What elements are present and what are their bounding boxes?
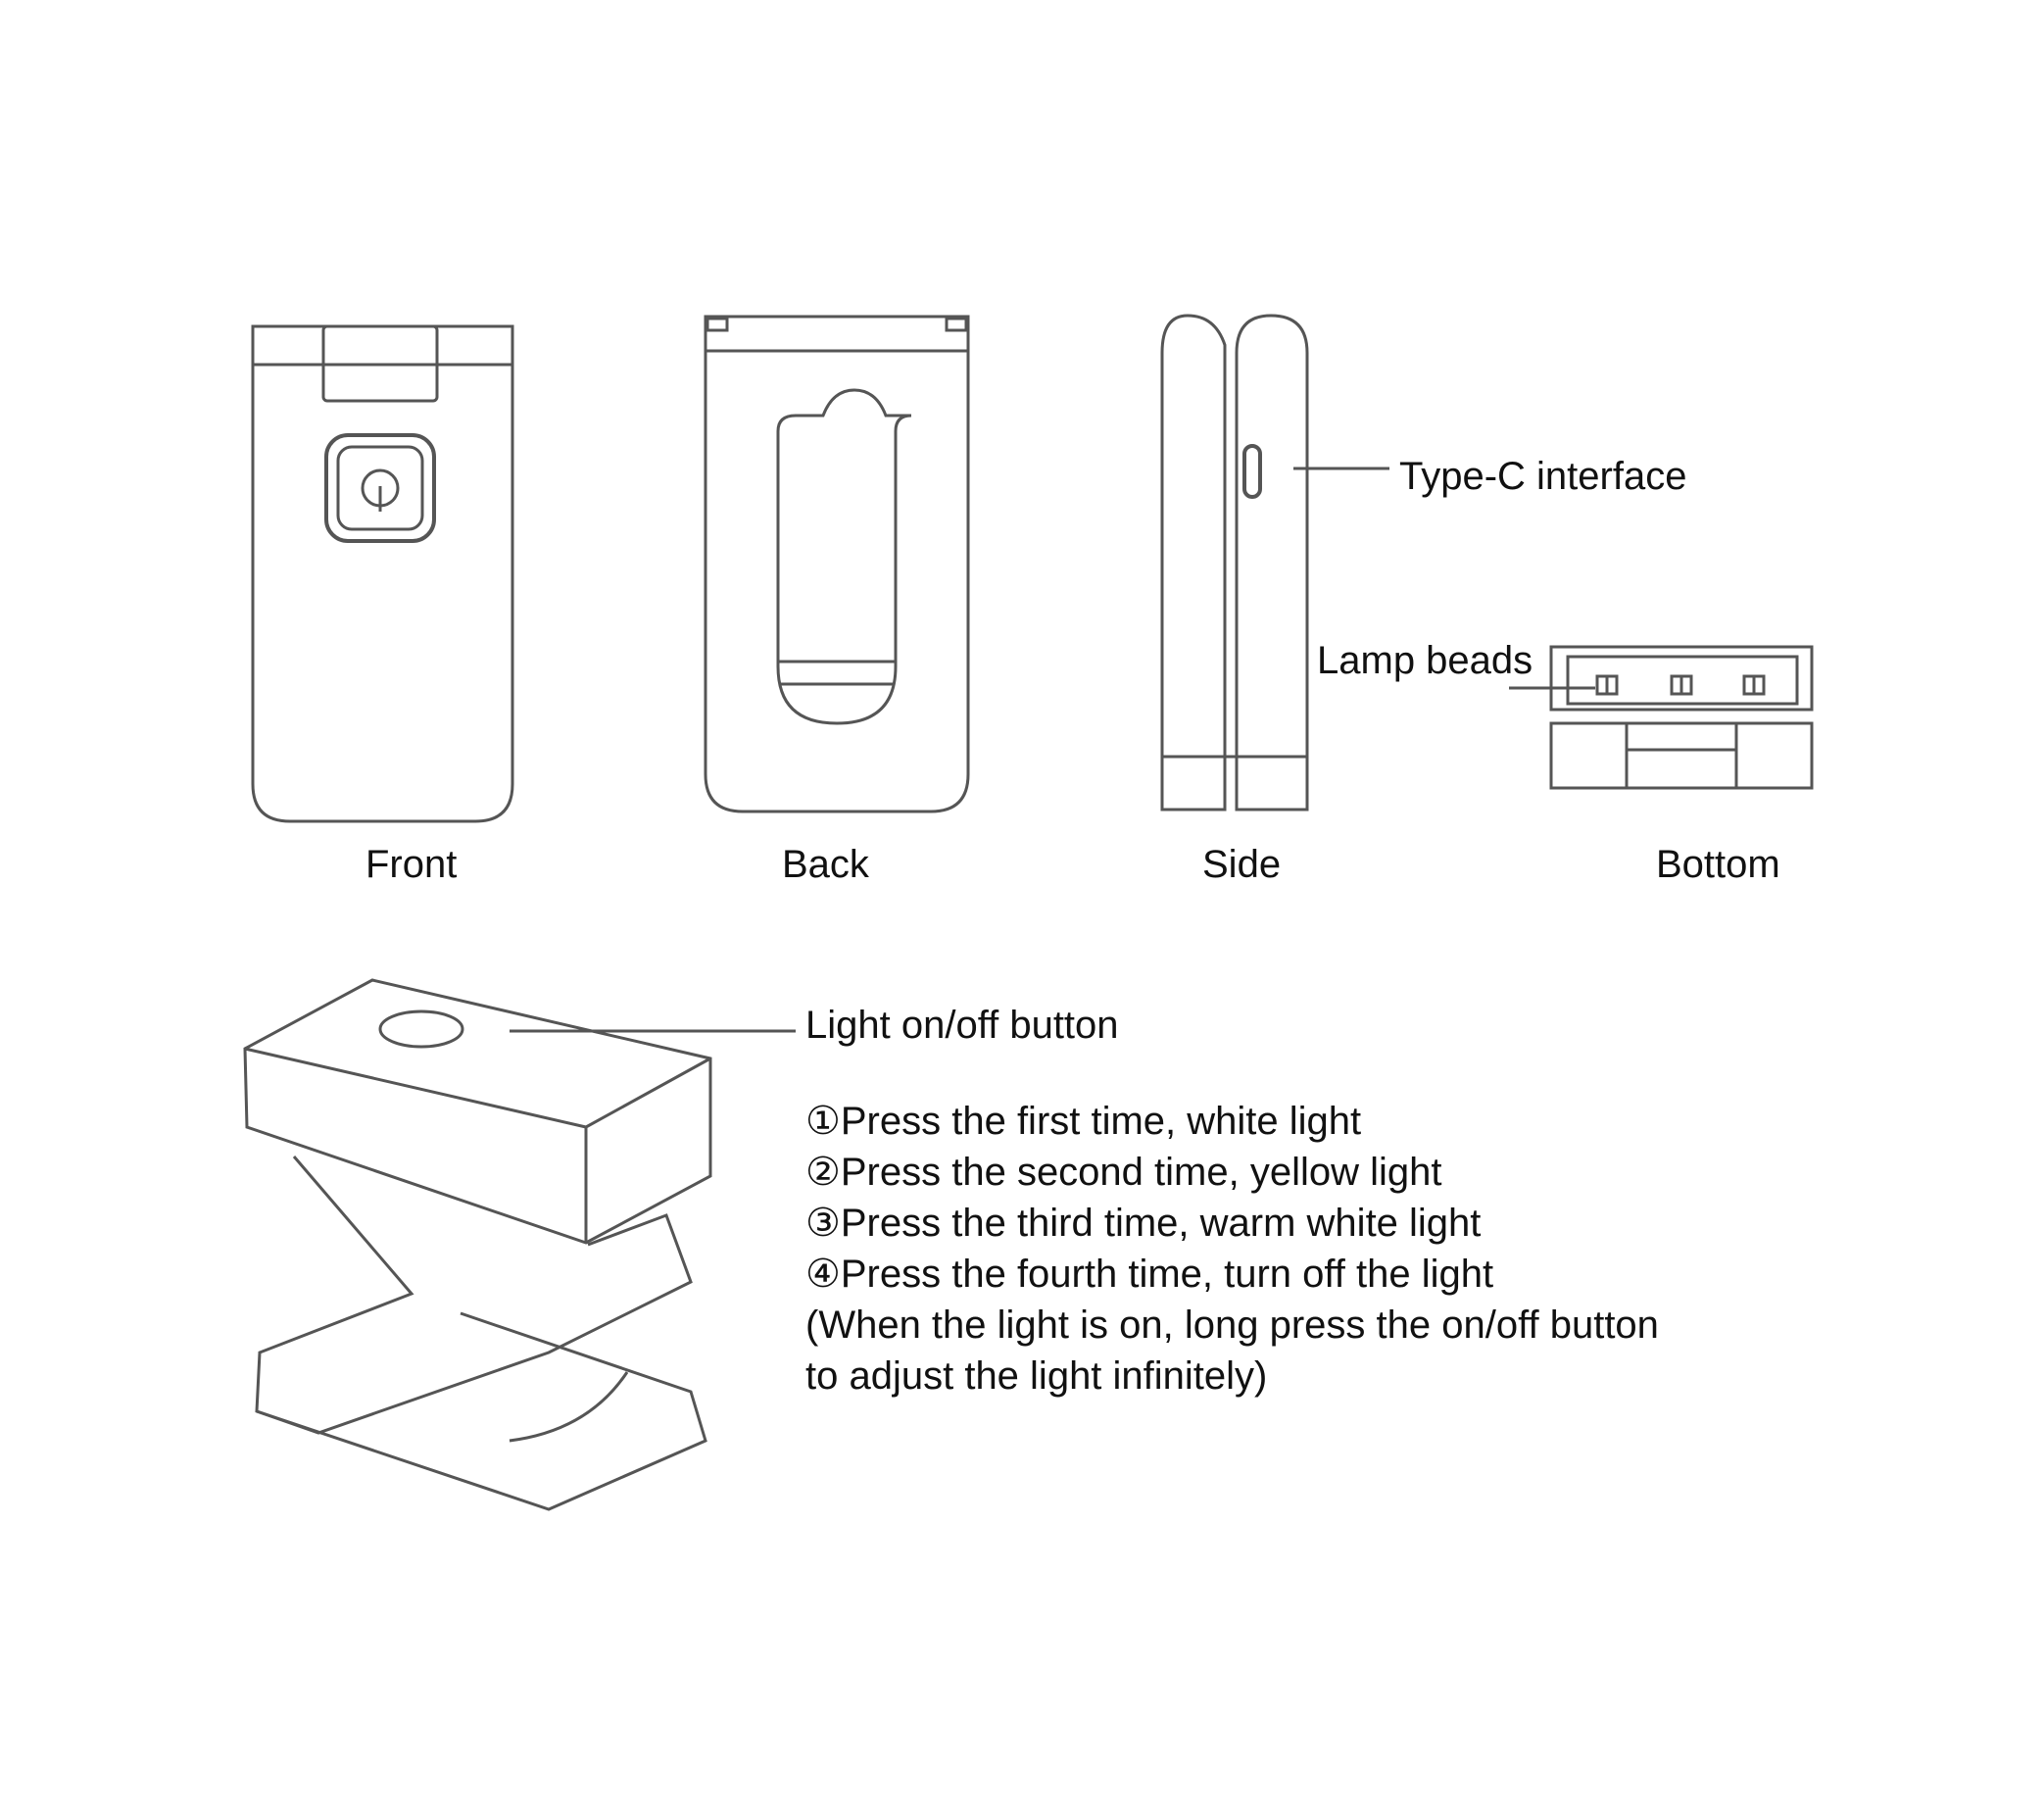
instruction-line: (When the light is on, long press the on… (805, 1304, 1659, 1347)
instruction-line: ③Press the third time, warm white light (805, 1202, 1482, 1245)
instruction-line: ④Press the fourth time, turn off the lig… (805, 1253, 1494, 1296)
back-view-drawing (704, 315, 970, 813)
front-label: Front (365, 843, 458, 886)
instruction-line: to adjust the light infinitely) (805, 1354, 1268, 1398)
side-label: Side (1202, 843, 1282, 886)
bottom-label: Bottom (1656, 843, 1780, 886)
folded-lamp-drawing (243, 978, 796, 1511)
bottom-view-drawing (1509, 645, 1814, 790)
lamp-beads-callout: Lamp beads (1317, 639, 1533, 682)
instruction-line: ②Press the second time, yellow light (805, 1151, 1442, 1194)
button-callout: Light on/off button (805, 1004, 1119, 1047)
instructions-list: ①Press the first time, white light ②Pres… (805, 1096, 1659, 1402)
front-view-drawing (251, 324, 514, 823)
type-c-callout: Type-C interface (1399, 455, 1687, 498)
side-view-drawing (1160, 314, 1389, 812)
back-label: Back (782, 843, 869, 886)
instruction-line: ①Press the first time, white light (805, 1100, 1362, 1143)
